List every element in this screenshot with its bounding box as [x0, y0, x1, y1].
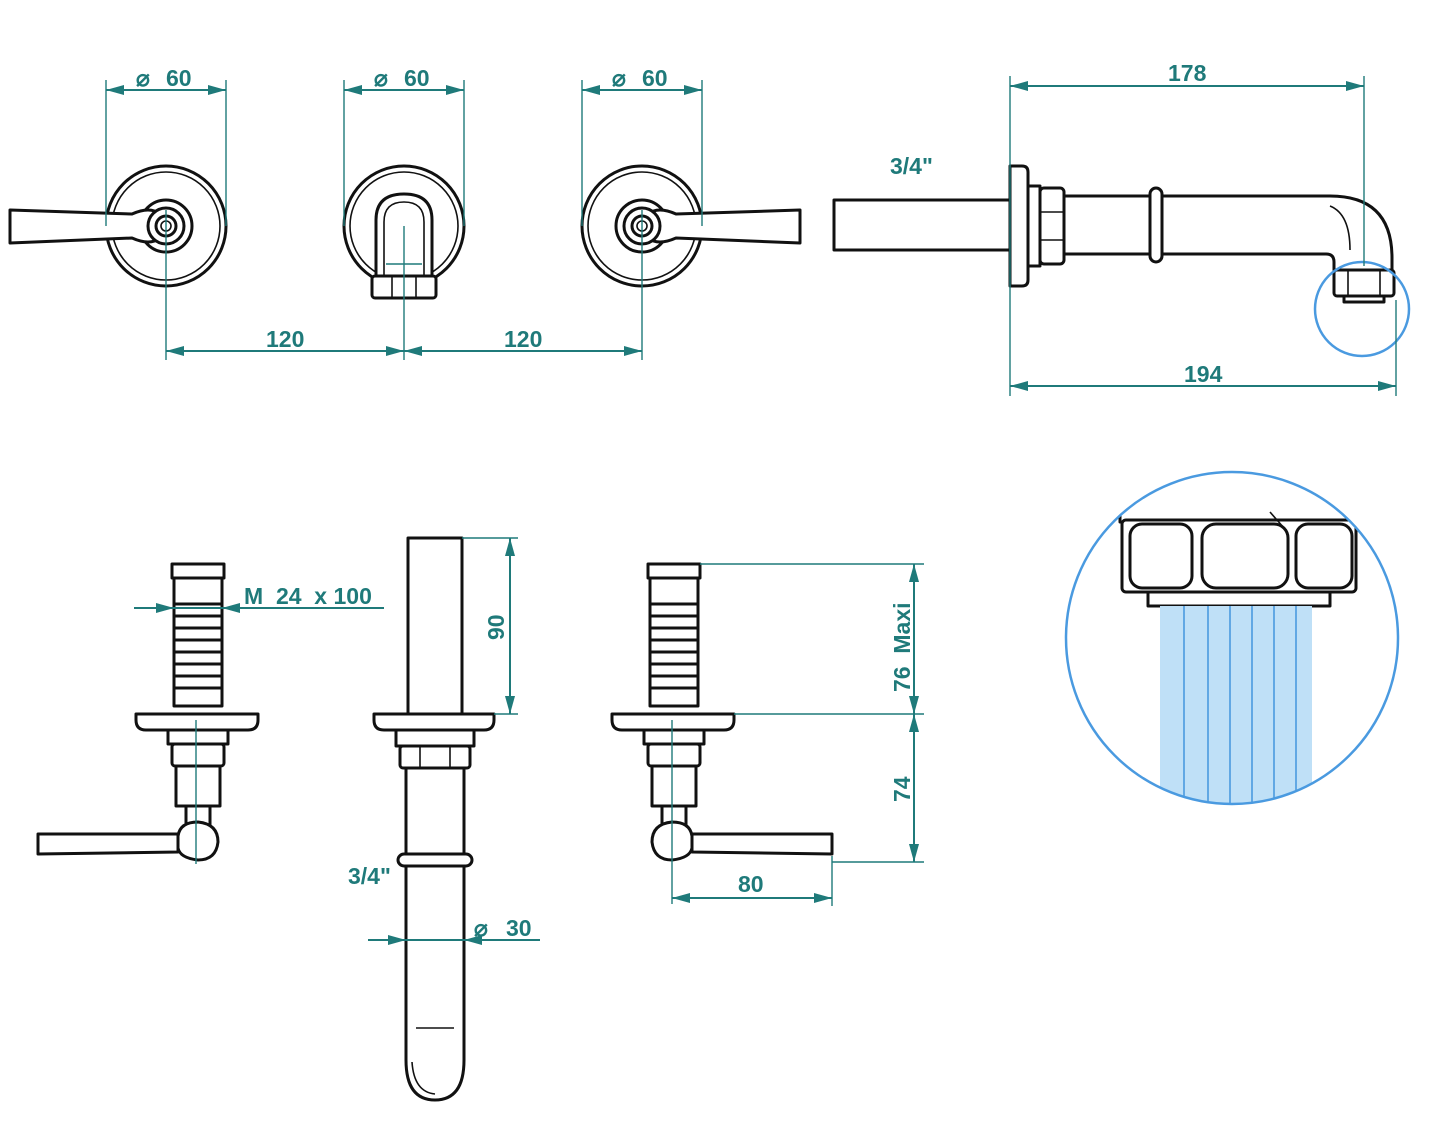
dimension-spout-body — [462, 537, 518, 715]
right-thread-lines — [648, 602, 700, 690]
top-centre-lines — [165, 210, 643, 360]
dim-label-spout-length-bottom: 194 — [1184, 361, 1223, 387]
dim-label-handle-projection: 74 — [889, 776, 915, 802]
dim-label-spout-body: 90 — [483, 614, 509, 640]
left-valve-side-view — [36, 562, 260, 862]
dim-label-thread-top: 3/4" — [890, 153, 933, 179]
detail-callout-circle — [1313, 260, 1411, 358]
dimension-valve-thread — [134, 603, 384, 613]
dim-label-dia-right: 60 — [642, 65, 668, 91]
right-valve-side-view — [610, 562, 834, 862]
dim-label-spacing-right: 120 — [504, 326, 542, 352]
dim-label-thread-side: 3/4" — [348, 863, 391, 889]
left-thread-lines — [172, 602, 224, 690]
dim-label-valve-max: 76 Maxi — [889, 603, 915, 693]
dim-label-valve-thread: M 24 x 100 — [244, 583, 372, 609]
detail-circle — [1064, 470, 1400, 806]
spout-pipe-side-view — [372, 536, 496, 1102]
water-stream — [1160, 606, 1312, 804]
dim-label-dia-left: 60 — [166, 65, 192, 91]
dimension-spout-length — [1009, 76, 1397, 396]
dimension-valve-height — [700, 563, 924, 863]
right-handle-front-view — [580, 164, 802, 288]
dia-symbol-right: ⌀ — [612, 65, 626, 91]
left-handle-front-view — [8, 164, 228, 288]
aerator-detail-view — [1118, 472, 1358, 804]
dim-label-pipe-diameter: 30 — [506, 915, 532, 941]
dimension-spacing — [166, 346, 642, 356]
dia-symbol-middle: ⌀ — [374, 65, 388, 91]
dimension-diameters-top — [105, 80, 703, 226]
dim-label-spout-length-top: 178 — [1168, 60, 1207, 86]
dim-label-dia-middle: 60 — [404, 65, 430, 91]
dia-symbol-left: ⌀ — [136, 65, 150, 91]
dimension-handle-length — [672, 856, 833, 906]
dim-label-spacing-left: 120 — [266, 326, 304, 352]
dimension-pipe-diameter — [368, 935, 540, 945]
dim-label-handle-length: 80 — [738, 871, 764, 897]
dia-symbol-pipe: ⌀ — [474, 915, 488, 941]
spout-side-view — [832, 164, 1396, 304]
